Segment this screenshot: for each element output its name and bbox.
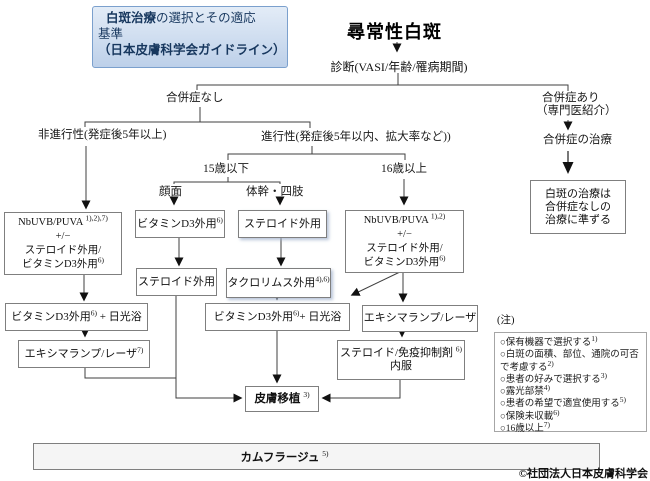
box-follow-no-complication-treatment: 白斑の治療は 合併症なしの 治療に準ずる — [530, 180, 626, 234]
skin-graft-sup: 3) — [303, 389, 310, 399]
nbuvb-right-sup1: 1),2) — [430, 211, 446, 220]
nbuvb-left-sup4: 6) — [97, 255, 105, 264]
box-nbuvb-puva-left: NbUVB/PUVA 1),2),7) +/− ステロイド外用/ ビタミンD3外… — [4, 212, 122, 275]
steroid-face-text: ステロイド外用 — [138, 275, 215, 288]
box-excimer-left: エキシマランプ/レーザ7) — [18, 340, 150, 368]
note-item: ○保険未収載6) — [500, 407, 560, 422]
nbuvb-right-line4: ビタミンD3外用 — [363, 256, 440, 268]
nbuvb-right-sup4: 6) — [439, 253, 446, 262]
excimer-right-text: エキシマランプ/レーザ — [363, 312, 477, 324]
nbuvb-right-line1: NbUVB/PUVA — [363, 214, 431, 226]
vitd3-sun-mid-text: ビタミンD3外用 — [213, 310, 294, 323]
vitd3-sun-mid-sup: 6) — [293, 307, 300, 317]
vitd3-sun-left-sup: 6) — [90, 307, 97, 317]
vitd3-sun-mid-text2: + 日光浴 — [299, 310, 342, 323]
note-item: ○保有機器で選択する1) — [500, 333, 598, 348]
follow-line3: 治療に準ずる — [545, 213, 611, 226]
vitd3-face-sup: 6) — [216, 214, 223, 224]
nbuvb-right-line2: +/− — [397, 228, 412, 240]
steroid-oral-sup: 6) — [455, 344, 463, 354]
box-steroid-topical-face: ステロイド外用 — [136, 268, 217, 296]
box-camouflage: カムフラージュ 5) — [33, 443, 600, 470]
title-line3: （日本皮膚科学会ガイドライン） — [98, 43, 286, 57]
title-line2: 基準 — [98, 27, 124, 41]
label-face: 顔面 — [159, 186, 182, 198]
copyright-text: ©社団法人日本皮膚科学会 — [518, 468, 648, 480]
box-tacrolimus-topical: タクロリムス外用4),6) — [226, 268, 331, 298]
excimer-left-text: エキシマランプ/レーザ — [24, 347, 138, 360]
follow-line2: 合併症なしの — [545, 200, 611, 213]
tacrolimus-sup: 4),6) — [315, 273, 330, 283]
nbuvb-right-line3: ステロイド外用/ — [366, 242, 443, 254]
diagnosis-label: 診断(VASI/年齢/罹病期間) — [330, 60, 468, 74]
note-item: ○患者の希望で適宜使用する5) — [500, 395, 626, 410]
label-with-complication: 合併症あり — [542, 92, 600, 104]
vitd3-sun-left-text2: + 日光浴 — [96, 310, 142, 323]
nbuvb-left-line3: ステロイド外用/ — [24, 244, 102, 256]
box-steroid-immunosuppressant-oral: ステロイド/免疫抑制剤 6) 内服 — [337, 340, 465, 380]
label-progressive: 進行性(発症後5年以内、拡大率など)) — [261, 131, 451, 143]
box-skin-graft: 皮膚移植 3) — [245, 386, 319, 412]
box-vitamin-d3-sunbath-left: ビタミンD3外用6) + 日光浴 — [5, 303, 148, 331]
label-age-16-over: 16歳以上 — [381, 163, 427, 175]
box-vitamin-d3-topical-face: ビタミンD3外用6) — [135, 210, 225, 238]
nbuvb-left-line1: NbUVB/PUVA — [18, 216, 86, 228]
box-excimer-right: エキシマランプ/レーザ — [362, 305, 478, 332]
label-non-progressive: 非進行性(発症後5年以上) — [38, 129, 167, 141]
label-age-15-under: 15歳以下 — [203, 163, 249, 175]
note-item: ○露光部禁4) — [500, 383, 550, 398]
nbuvb-left-line2: +/− — [55, 230, 71, 242]
steroid-oral-line1: ステロイド/免疫抑制剤 — [339, 347, 456, 359]
camouflage-text: カムフラージュ — [240, 451, 323, 464]
box-nbuvb-puva-right: NbUVB/PUVA 1),2) +/− ステロイド外用/ ビタミンD3外用6) — [345, 210, 464, 273]
vitd3-face-text: ビタミンD3外用 — [137, 217, 217, 230]
guideline-title-box: 白斑治療の選択とその適応 基準 （日本皮膚科学会ガイドライン） — [92, 6, 288, 68]
note-item: ○白斑の面積、部位、通院の可否で考慮する2) — [500, 350, 639, 373]
title-lead: 白斑治療 — [106, 11, 157, 25]
skin-graft-text: 皮膚移植 — [254, 392, 304, 405]
label-trunk-limbs: 体幹・四肢 — [246, 186, 304, 198]
note-item: ○16歳以上7) — [500, 419, 550, 435]
excimer-left-sup: 7) — [137, 344, 144, 354]
title-rest: の選択とその適応 — [156, 11, 256, 25]
nbuvb-left-line4: ビタミンD3外用 — [21, 258, 98, 270]
label-complication-treatment: 合併症の治療 — [543, 134, 612, 146]
label-specialist-referral: （専門医紹介） — [536, 105, 617, 117]
note-item: ○患者の好みで選択する3) — [500, 370, 607, 385]
label-no-complication: 合併症なし — [166, 92, 224, 104]
box-vitamin-d3-sunbath-mid: ビタミンD3外用6)+ 日光浴 — [205, 303, 350, 331]
page-title: 尋常性白斑 — [347, 22, 442, 42]
note-label: (注) — [497, 315, 515, 326]
nbuvb-left-sup1: 1),2),7) — [85, 213, 108, 222]
follow-line1: 白斑の治療は — [545, 187, 611, 200]
vitd3-sun-left-text: ビタミンD3外用 — [11, 310, 91, 323]
note-box: ○保有機器で選択する1) ○白斑の面積、部位、通院の可否で考慮する2) ○患者の… — [494, 332, 647, 435]
tacrolimus-text: タクロリムス外用 — [227, 276, 316, 289]
box-steroid-topical-trunk: ステロイド外用 — [238, 210, 327, 238]
steroid-oral-line2: 内服 — [390, 360, 412, 372]
steroid-trunk-text: ステロイド外用 — [244, 217, 321, 230]
camouflage-sup: 5) — [322, 448, 329, 458]
